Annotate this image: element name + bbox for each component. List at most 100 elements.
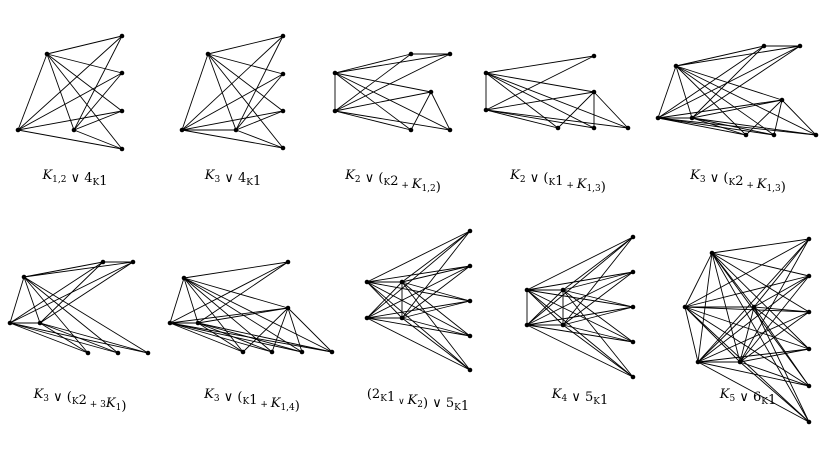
vertex (285, 259, 291, 265)
edge-join (17, 110, 123, 131)
edge-join (366, 230, 471, 283)
edge-right (773, 99, 783, 136)
edge-join (739, 348, 810, 363)
edge-join (675, 45, 765, 67)
edge-join (401, 265, 471, 319)
graph-caption: K3 ∨ (K2 + 3K1) (33, 387, 127, 414)
edge-join (207, 53, 284, 149)
edge-join (485, 72, 595, 129)
edge-join (197, 307, 289, 324)
edge-join (235, 129, 284, 149)
vertex (630, 374, 636, 380)
vertex (806, 383, 812, 389)
edge-join (207, 35, 284, 55)
edge-join (753, 306, 810, 387)
edge-join (183, 277, 303, 353)
edge-join (366, 317, 471, 337)
edge-join (691, 45, 765, 119)
edge-join (401, 317, 471, 371)
edge-join (485, 91, 595, 111)
edge-join (485, 109, 629, 129)
edge-join (366, 230, 471, 319)
graph-caption: (2K1 ∨ K2) ∨ 5K1 (367, 387, 469, 414)
edges-layer (9, 35, 817, 423)
vertex (761, 43, 767, 49)
edge-left (684, 252, 713, 308)
edge-join (711, 238, 810, 254)
vertex (483, 107, 489, 113)
edge-left (169, 277, 185, 324)
edge-join (197, 261, 289, 324)
edge-join (675, 45, 801, 67)
edge-join (711, 252, 810, 277)
edge-join (366, 281, 471, 371)
edge-join (23, 276, 119, 354)
edge-join (334, 53, 412, 112)
vertex (673, 63, 679, 69)
vertex (630, 234, 636, 240)
vertex (630, 269, 636, 275)
edge-join (46, 53, 123, 74)
edge-join (526, 324, 634, 378)
edge-join (485, 72, 559, 129)
vertex (524, 322, 530, 328)
edge-join (39, 261, 104, 324)
edge-join (753, 306, 810, 350)
edge-join (562, 324, 634, 378)
edge-join (657, 117, 775, 136)
edge-join (169, 322, 244, 353)
edge-left (697, 306, 755, 363)
vertex (591, 125, 597, 131)
edge-join (39, 322, 149, 354)
vertex (771, 132, 777, 138)
vertex (285, 305, 291, 311)
graph-caption: K1,2 ∨ 4K1 (41, 168, 107, 189)
edge-join (711, 252, 810, 423)
vertex (630, 339, 636, 345)
edge-join (401, 230, 471, 283)
edge-join (739, 361, 810, 423)
vertex (591, 89, 597, 95)
edge-join (691, 45, 801, 119)
vertex (100, 259, 106, 265)
edge-join (183, 277, 333, 353)
edge-join (526, 236, 634, 326)
edge-join (485, 109, 595, 129)
edge-right (593, 91, 629, 129)
vertex (119, 108, 125, 114)
vertex (625, 125, 631, 131)
edge-join (684, 306, 810, 313)
edge-join (401, 300, 471, 319)
edge-join (485, 55, 595, 74)
edge-left (739, 306, 755, 363)
vertex (21, 274, 27, 280)
vertex (467, 333, 473, 339)
edge-join (181, 129, 284, 149)
vertex (806, 273, 812, 279)
edge-join (17, 129, 123, 150)
vertex (806, 419, 812, 425)
edge-join (753, 306, 810, 423)
edge-left (181, 53, 209, 131)
edge-left (675, 65, 693, 119)
edge-join (17, 72, 123, 131)
edge-join (197, 322, 273, 353)
edge-join (235, 73, 284, 131)
vertex (240, 349, 246, 355)
edge-join (23, 261, 134, 278)
edge-join (169, 261, 289, 324)
edge-left (526, 289, 564, 326)
vertex (115, 350, 121, 356)
vertex (813, 132, 819, 138)
edge-join (334, 53, 451, 112)
vertex (179, 127, 185, 133)
edge-join (691, 99, 783, 119)
vertex (269, 349, 275, 355)
edge-left (17, 53, 48, 131)
edge-left (697, 252, 713, 363)
vertex (779, 97, 785, 103)
edge-join (73, 129, 123, 150)
edge-right (781, 99, 817, 136)
edge-join (697, 361, 810, 423)
vertex (560, 287, 566, 293)
